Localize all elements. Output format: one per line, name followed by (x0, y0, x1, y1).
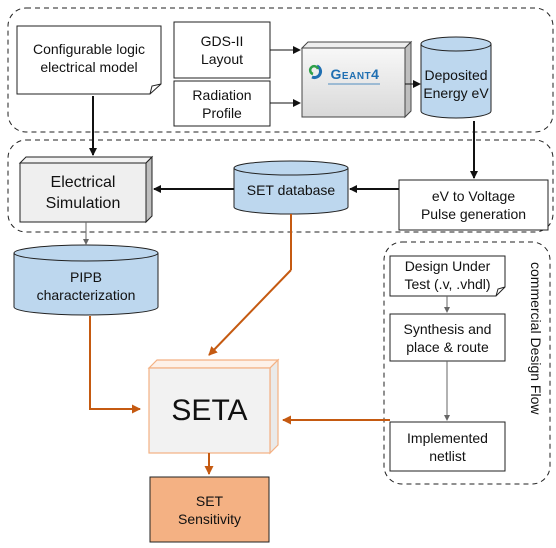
radiation-profile-label: Radiation Profile (192, 86, 252, 121)
deposited-energy-label: Deposited Energy eV (423, 67, 489, 101)
set-sensitivity-box (149, 476, 270, 543)
group-commercial-design-flow (383, 241, 551, 485)
ev-voltage-box (398, 179, 549, 231)
pipb-label: PIPB characterization (36, 269, 136, 303)
synthesis-label: Synthesis and place & route (403, 320, 492, 355)
set-sensitivity-label: SET Sensitivity (177, 492, 242, 527)
set-database-label: SET database (246, 182, 336, 198)
set-database-cylinder (233, 160, 349, 215)
netlist-label: Implemented netlist (407, 429, 488, 464)
pipb-cylinder (13, 244, 159, 316)
commercial-flow-label: commercial Design Flow (528, 262, 544, 415)
group-geant4-stage (7, 7, 554, 133)
seta-box (148, 367, 271, 454)
geant4-box-side (404, 40, 412, 119)
synthesis-box (389, 313, 506, 362)
arrow-pipb-to-seta (89, 316, 141, 414)
group-set-database-stage (7, 139, 554, 233)
logic-model-label: Configurable logic electrical model (32, 41, 146, 75)
gds-layout-box (173, 21, 271, 79)
dut-label: Design Under Test (.v, .vhdl) (404, 258, 491, 292)
geant4-box (301, 47, 406, 118)
electrical-simulation-box (19, 162, 147, 223)
seta-label: SETA (171, 393, 248, 427)
gds-layout-label: GDS-II Layout (200, 33, 244, 67)
geant4-swirl-logo (308, 64, 323, 80)
geant4-label: Geant4 (330, 66, 380, 82)
logic-model-box (16, 25, 162, 95)
electrical-simulation-label: Electrical Simulation (45, 173, 121, 212)
ev-voltage-label: eV to Voltage Pulse generation (420, 188, 527, 222)
netlist-box (389, 421, 506, 472)
dut-box (389, 255, 506, 297)
deposited-energy-cylinder (420, 36, 492, 119)
geant4-box-top (300, 41, 413, 49)
